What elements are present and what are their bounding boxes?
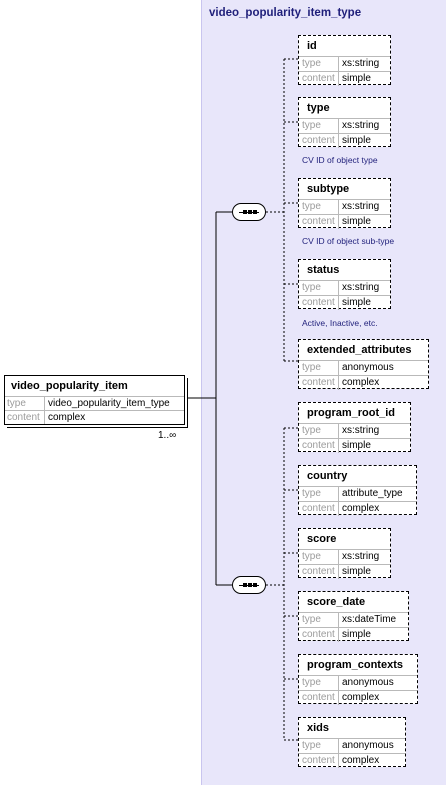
element-annotation: CV ID of object type xyxy=(302,155,378,165)
element-name: type xyxy=(307,102,330,114)
content-key: content xyxy=(299,296,339,310)
root-type-value: video_popularity_item_type xyxy=(48,398,170,409)
root-content-key: content xyxy=(5,411,45,424)
type-key: type xyxy=(299,739,339,753)
type-value: xs:string xyxy=(342,425,380,436)
element-name: score_date xyxy=(307,596,366,608)
content-key: content xyxy=(299,502,339,516)
type-value: anonymous xyxy=(342,362,394,373)
element-name: id xyxy=(307,40,317,52)
content-key: content xyxy=(299,215,339,229)
root-type-key: type xyxy=(5,397,45,410)
content-value: simple xyxy=(342,297,371,308)
content-value: complex xyxy=(342,377,380,388)
element-name: country xyxy=(307,470,348,482)
content-key: content xyxy=(299,691,339,705)
type-value: anonymous xyxy=(342,740,394,751)
type-value: xs:string xyxy=(342,58,380,69)
type-value: attribute_type xyxy=(342,488,403,499)
complex-type-title: video_popularity_item_type xyxy=(209,7,362,19)
type-key: type xyxy=(299,200,339,214)
content-value: simple xyxy=(342,629,371,640)
element-name: xids xyxy=(307,722,330,734)
content-key: content xyxy=(299,565,339,579)
element-name: score xyxy=(307,533,337,545)
type-value: xs:string xyxy=(342,282,380,293)
type-value: anonymous xyxy=(342,677,394,688)
content-value: simple xyxy=(342,216,371,227)
root-content-value: complex xyxy=(48,412,86,423)
content-value: complex xyxy=(342,755,380,766)
content-key: content xyxy=(299,439,339,453)
element-annotation: Active, Inactive, etc. xyxy=(302,318,378,328)
type-value: xs:string xyxy=(342,551,380,562)
content-key: content xyxy=(299,628,339,642)
type-key: type xyxy=(299,57,339,71)
content-key: content xyxy=(299,754,339,768)
element-name: subtype xyxy=(307,183,350,195)
root-multiplicity: 1..∞ xyxy=(158,430,177,441)
type-value: xs:string xyxy=(342,201,380,212)
type-key: type xyxy=(299,119,339,133)
content-value: complex xyxy=(342,503,380,514)
type-key: type xyxy=(299,424,339,438)
content-value: simple xyxy=(342,566,371,577)
element-annotation: CV ID of object sub-type xyxy=(302,236,395,246)
element-name: status xyxy=(307,264,340,276)
sequence-compositor-2[interactable] xyxy=(232,576,266,594)
content-key: content xyxy=(299,376,339,390)
content-value: complex xyxy=(342,692,380,703)
type-key: type xyxy=(299,487,339,501)
element-name: extended_attributes xyxy=(307,344,412,356)
content-key: content xyxy=(299,134,339,148)
type-key: type xyxy=(299,361,339,375)
type-key: type xyxy=(299,281,339,295)
element-name: program_root_id xyxy=(307,407,396,419)
type-key: type xyxy=(299,676,339,690)
sequence-compositor-1[interactable] xyxy=(232,203,266,221)
content-value: simple xyxy=(342,440,371,451)
content-key: content xyxy=(299,72,339,86)
content-value: simple xyxy=(342,73,371,84)
element-name: program_contexts xyxy=(307,659,403,671)
content-value: simple xyxy=(342,135,371,146)
root-element-name: video_popularity_item xyxy=(11,380,128,392)
type-value: xs:dateTime xyxy=(342,614,397,625)
type-key: type xyxy=(299,613,339,627)
type-key: type xyxy=(299,550,339,564)
type-value: xs:string xyxy=(342,120,380,131)
